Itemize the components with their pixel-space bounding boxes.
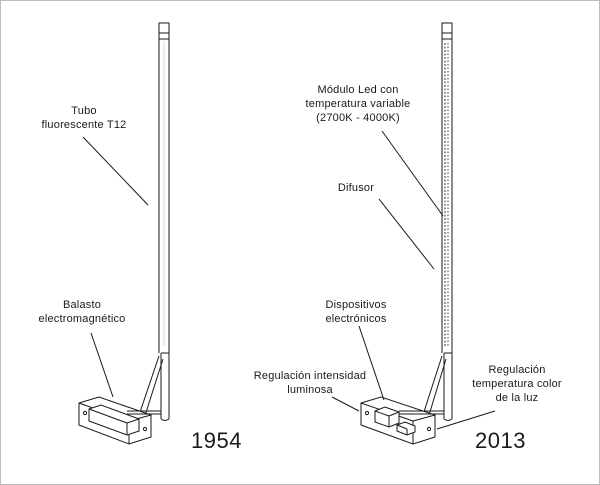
lamp-1954 — [78, 22, 170, 445]
leader-balasto — [90, 332, 114, 398]
leader-regulacion-intensidad — [331, 396, 360, 412]
label-dispositivos-electronicos: Dispositivos electrónicos — [325, 299, 387, 325]
tube-cap-2013 — [441, 22, 453, 40]
label-regulacion-temperatura: Regulación temperatura color de la luz — [472, 364, 562, 404]
label-balasto: Balasto electromagnético — [38, 299, 126, 325]
leader-regulacion-temperatura — [436, 410, 496, 430]
leader-difusor — [378, 198, 435, 270]
year-1954: 1954 — [191, 428, 242, 453]
year-2013: 2013 — [475, 428, 526, 453]
electronic-box-1 — [374, 406, 400, 428]
leader-lines — [82, 130, 496, 430]
leader-modulo — [381, 130, 444, 217]
label-modulo-led: Módulo Led con temperatura variable (270… — [305, 84, 411, 124]
label-regulacion-intensidad: Regulación intensidad luminosa — [253, 370, 367, 396]
leader-dispositivos — [358, 325, 385, 401]
label-difusor: Difusor — [337, 182, 375, 194]
leader-tubo — [82, 136, 149, 206]
label-tubo-fluorescente: Tubo fluorescente T12 — [41, 105, 127, 131]
tube-cap-1954 — [158, 22, 170, 40]
lamp-2013 — [360, 22, 453, 445]
